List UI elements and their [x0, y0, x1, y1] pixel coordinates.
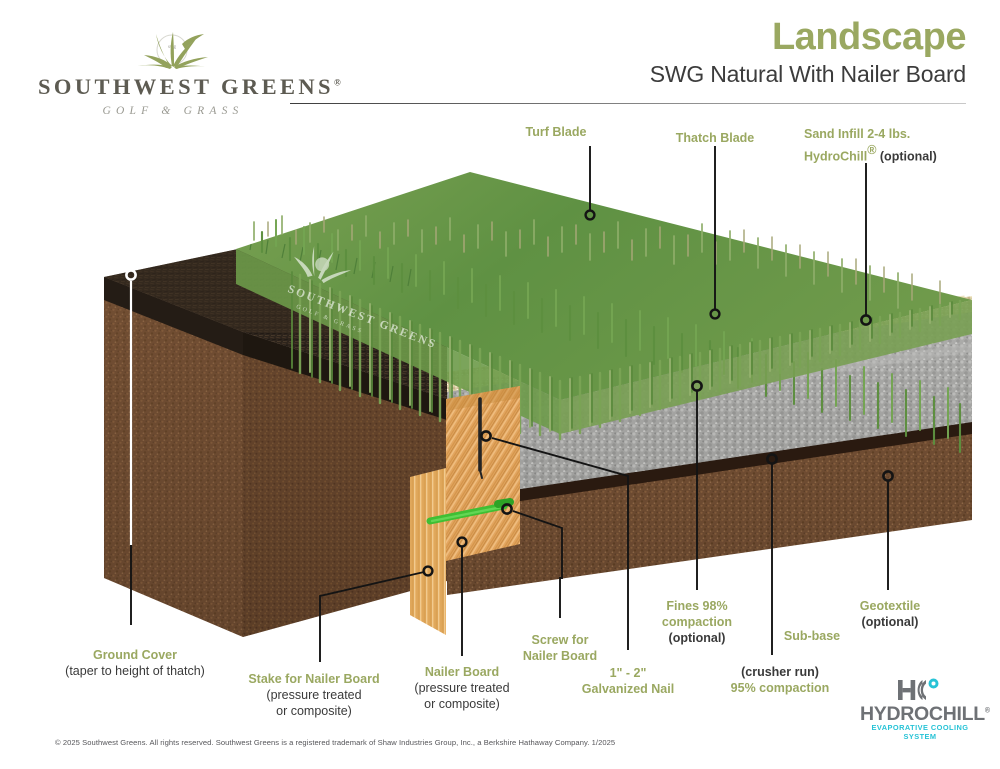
- callout-fines-line2: compaction: [661, 615, 733, 629]
- callout-galvanized-nail: 1" - 2" Galvanized Nail: [543, 665, 713, 697]
- svg-text:SOUTHWEST GREENS: SOUTHWEST GREENS: [286, 283, 438, 351]
- title-block: Landscape SWG Natural With Nailer Board: [649, 16, 967, 90]
- callout-sand-infill-optional: (optional): [876, 149, 937, 164]
- callout-stake-line1: Stake for Nailer Board: [248, 672, 380, 686]
- callout-subbase-line3: 95% compaction: [730, 681, 830, 695]
- hydrochill-wordmark: HYDROCHILL®: [860, 703, 990, 726]
- callout-geotextile: Geotextile (optional): [820, 598, 960, 630]
- callout-sand-infill-registered: ®: [867, 143, 877, 157]
- turf-watermark: SOUTHWEST GREENS GOLF & GRASS: [286, 246, 438, 351]
- leader-fines: [691, 380, 703, 590]
- callout-subbase-line1: Sub-base: [783, 629, 841, 643]
- callout-ground-cover: Ground Cover (taper to height of thatch): [5, 647, 265, 679]
- callout-screw-line2: Nailer Board: [522, 649, 598, 663]
- layer-stake: [410, 468, 446, 635]
- callout-stake: Stake for Nailer Board (pressure treated…: [199, 671, 429, 719]
- callout-fines-line3: (optional): [668, 631, 726, 645]
- callout-sand-infill-line2: HydroChill® (optional): [804, 142, 937, 167]
- leader-turf-blade: [584, 146, 596, 221]
- layer-geotextile: [447, 420, 972, 512]
- callout-geotextile-line2: (optional): [861, 615, 919, 629]
- grass-golfball-icon: swg ↑: [116, 22, 226, 74]
- callout-turf-blade-label: Turf Blade: [525, 125, 587, 139]
- svg-text:GOLF & GRASS: GOLF & GRASS: [295, 304, 364, 335]
- copyright-notice: © 2025 Southwest Greens. All rights rese…: [55, 738, 616, 747]
- leader-screw: [501, 503, 563, 618]
- logo-tagline: GOLF & GRASS: [102, 105, 244, 117]
- hydrochill-hc-mark: [898, 678, 939, 700]
- hydrochill-wordmark-text: HYDROCHILL: [860, 703, 985, 725]
- header-divider: [290, 103, 966, 104]
- callout-ground-cover-line2: (taper to height of thatch): [65, 664, 205, 678]
- callout-ground-cover-line1: Ground Cover: [92, 648, 178, 662]
- nailer-assembly: [410, 386, 520, 635]
- hydrochill-logo: HYDROCHILL® EVAPORATIVE COOLING SYSTEM: [860, 676, 990, 741]
- layer-native-soil: [104, 277, 447, 637]
- leader-sand-infill: [860, 163, 872, 326]
- layer-subbase-soil: [447, 432, 972, 595]
- callout-nailer-board-line3: or composite): [424, 697, 500, 711]
- layer-galvanized-nail: [478, 397, 483, 479]
- layer-sand-infill: [447, 295, 972, 392]
- page-subtitle: SWG Natural With Nailer Board: [649, 60, 966, 87]
- callout-subbase: Sub-base: [752, 628, 872, 644]
- leader-ground-cover: [125, 269, 137, 625]
- callout-fines: Fines 98% compaction (optional): [622, 598, 772, 646]
- callout-screw: Screw for Nailer Board: [480, 632, 640, 664]
- hydrochill-registered-mark: ®: [984, 707, 990, 715]
- leader-geotextile: [882, 470, 894, 590]
- logo-registered-mark: ®: [333, 77, 341, 88]
- leader-nailer-board: [456, 536, 468, 656]
- callout-stake-line2: (pressure treated: [266, 688, 362, 702]
- hydrochill-tagline: EVAPORATIVE COOLING SYSTEM: [871, 723, 969, 741]
- layer-screw: [426, 498, 514, 525]
- layer-nailer-board: [446, 386, 520, 561]
- callout-subbase-line2: (crusher run): [741, 665, 819, 679]
- callout-turf-blade: Turf Blade: [476, 124, 636, 140]
- callout-fines-line1: Fines 98%: [666, 599, 728, 613]
- layer-turf: SOUTHWEST GREENS GOLF & GRASS: [236, 172, 972, 454]
- southwest-greens-logo: swg ↑ SOUTHWEST GREENS® GOLF & GRASS: [38, 22, 341, 127]
- callout-sand-infill-line1: Sand Infill 2-4 lbs.: [804, 127, 911, 141]
- callout-sand-infill: Sand Infill 2-4 lbs. HydroChill® (option…: [804, 126, 937, 167]
- callout-nailer-board: Nailer Board (pressure treated or compos…: [367, 664, 557, 712]
- callout-thatch-blade-label: Thatch Blade: [675, 131, 755, 145]
- callout-thatch-blade: Thatch Blade: [635, 130, 795, 146]
- page-title: Landscape: [771, 16, 967, 58]
- layer-ground-cover: [104, 249, 447, 420]
- logo-wordmark: SOUTHWEST GREENS®: [38, 74, 341, 100]
- leader-lines: [125, 146, 894, 662]
- leader-galvanized-nail: [480, 430, 629, 650]
- callout-geotextile-line1: Geotextile: [859, 599, 921, 613]
- callout-galvanized-nail-line2: Galvanized Nail: [581, 682, 675, 696]
- callout-sand-infill-hydrochill: HydroChill: [804, 149, 868, 164]
- callout-stake-line3: or composite): [276, 704, 352, 718]
- callout-screw-line1: Screw for: [531, 633, 589, 647]
- leader-stake: [319, 565, 434, 662]
- logo-wordmark-text: SOUTHWEST GREENS: [38, 74, 334, 99]
- callout-subbase-detail: (crusher run) 95% compaction: [685, 664, 875, 696]
- callout-nailer-board-line1: Nailer Board: [424, 665, 500, 679]
- layer-aggregate-base: [447, 310, 972, 500]
- callout-galvanized-nail-line1: 1" - 2": [609, 666, 647, 680]
- callout-nailer-board-line2: (pressure treated: [414, 681, 510, 695]
- leader-thatch-blade: [709, 146, 721, 320]
